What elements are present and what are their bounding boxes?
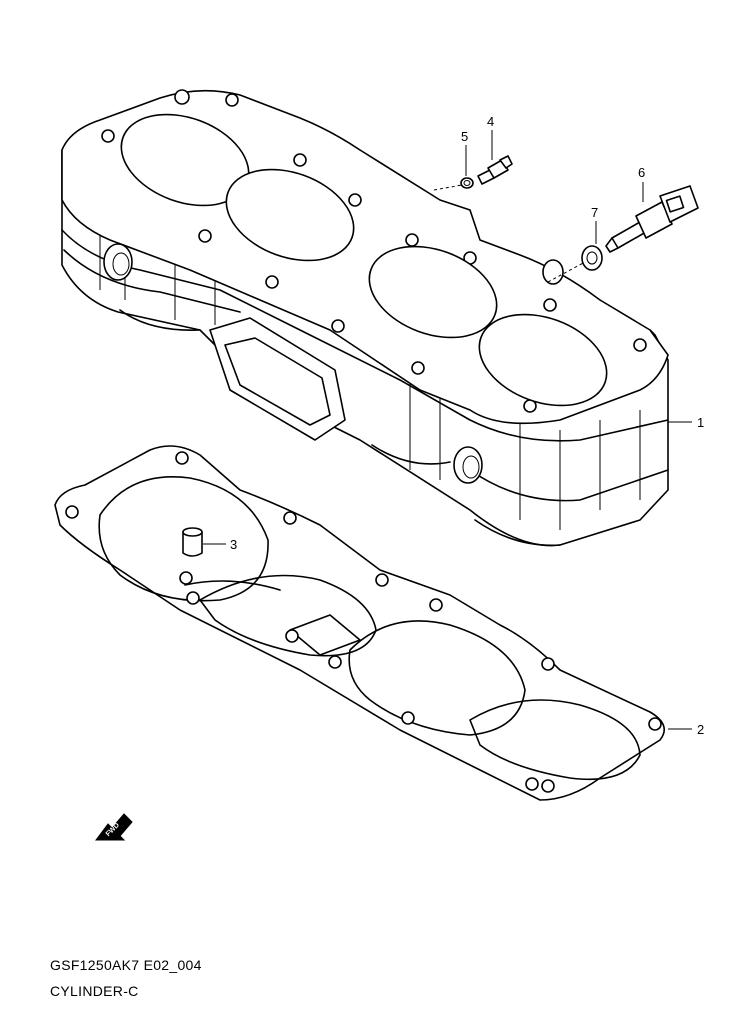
callout-5: 5 [461,129,468,144]
leader-lines [203,130,692,730]
sealing-washer[interactable] [581,245,603,271]
diagram-code: GSF1250AK7 E02_004 [50,957,202,973]
callout-2: 2 [697,722,704,737]
callout-3: 3 [230,537,237,552]
callout-1: 1 [697,415,704,430]
callout-7: 7 [591,205,598,220]
fwd-arrow-icon: FWD [95,813,133,841]
o-ring-washer[interactable] [460,177,474,189]
deck-stud-holes [101,89,647,413]
temperature-sensor[interactable] [605,185,699,253]
cylinder-bores [120,113,608,407]
diagram-title: CYLINDER-C [50,983,139,999]
dowel-pin[interactable] [182,527,203,557]
callout-6: 6 [638,165,645,180]
callout-4: 4 [487,114,494,129]
gasket-bolt-holes [65,451,662,793]
cylinder-block[interactable] [61,89,669,547]
plug-fitting[interactable] [477,155,513,185]
cylinder-head-gasket[interactable] [54,445,666,801]
